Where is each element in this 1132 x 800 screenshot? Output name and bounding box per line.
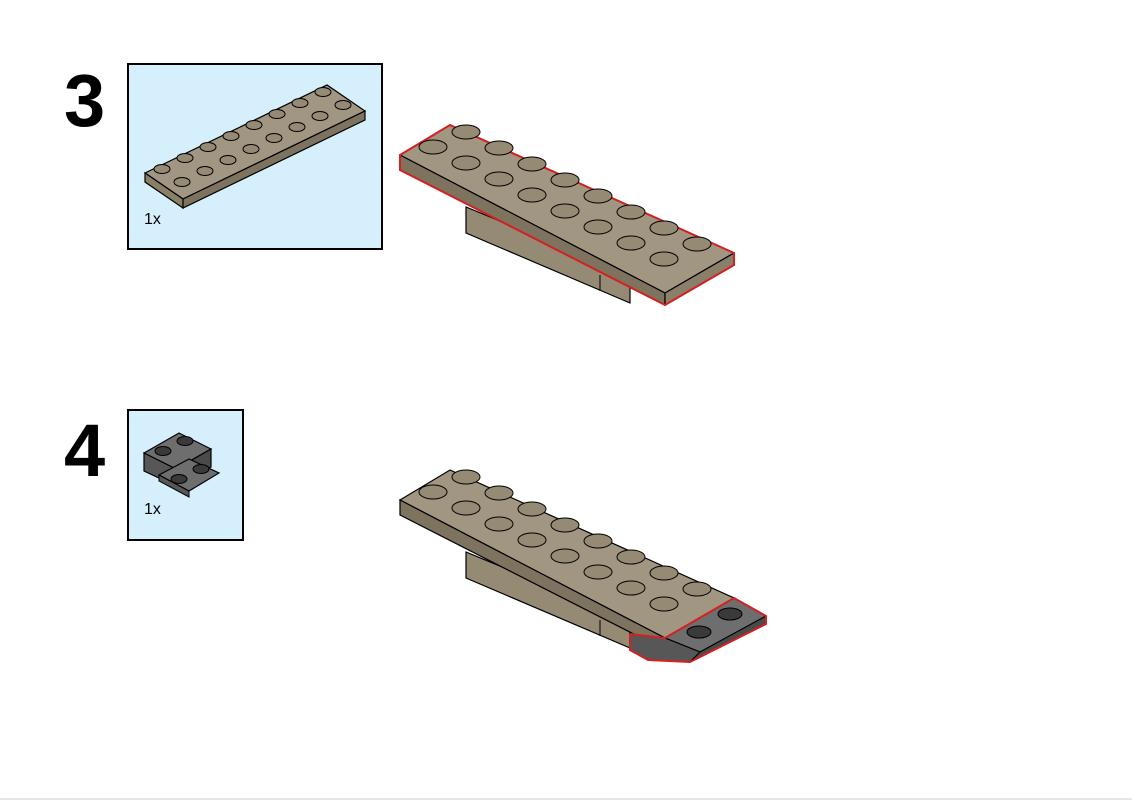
step-4-model [398,469,768,664]
step-number-4: 4 [64,409,106,492]
step-3-model [398,123,736,307]
part-quantity: 1x [144,211,161,228]
page-bottom-divider [0,798,1132,800]
parts-callout-step-4: 1x [127,409,244,541]
dark-gray-inverted-slope-2x2-icon [142,432,221,498]
part-quantity: 1x [144,501,161,518]
tan-plate-2x8-icon [143,84,367,210]
parts-callout-step-3: 1x [127,63,383,250]
step-number-3: 3 [64,59,106,142]
